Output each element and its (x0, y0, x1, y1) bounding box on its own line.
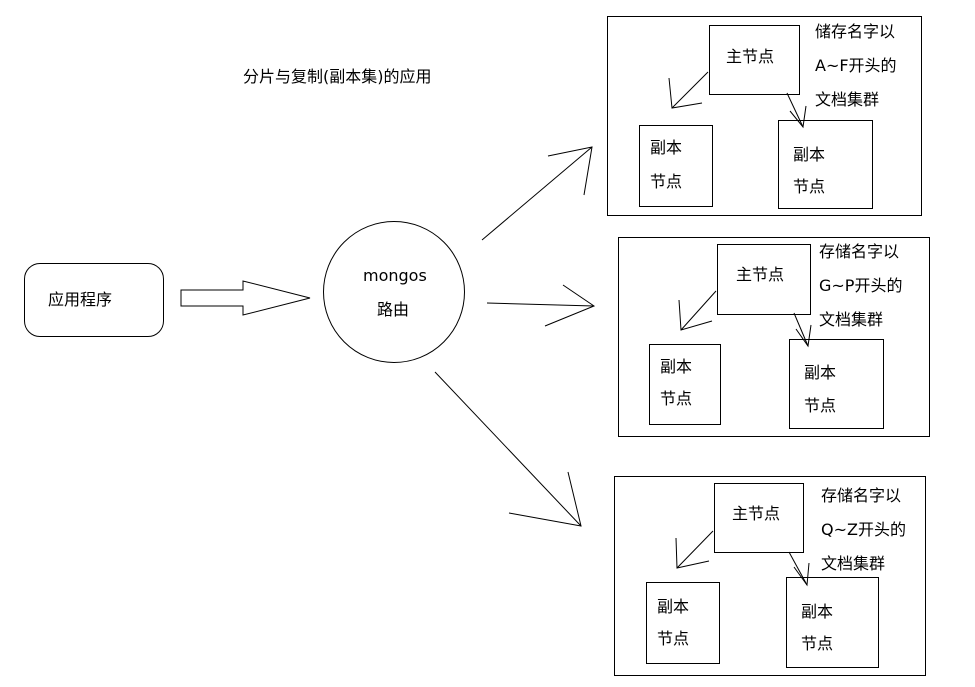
primary-to-replica-left-arrow (676, 530, 714, 569)
cluster-description-line1: 存储名字以 (821, 486, 902, 505)
router-to-cluster-1-arrowhead (547, 146, 593, 196)
cluster-description-line3: 文档集群 (815, 90, 880, 109)
primary-to-replica-right-arrowhead (793, 562, 810, 587)
primary-to-replica-right-arrow (786, 92, 804, 128)
primary-node-label: 主节点 (726, 47, 775, 66)
replica-label-line2: 节点 (804, 396, 837, 415)
replica-node-left: 副本 节点 (649, 344, 721, 425)
router-label-line2: 路由 (377, 300, 410, 319)
cluster-description-line3: 文档集群 (821, 554, 886, 573)
replica-label-line2: 节点 (793, 177, 826, 196)
primary-to-replica-right-arrowhead (795, 324, 812, 348)
app-to-router-arrow (180, 280, 311, 316)
replica-label-line1: 副本 (793, 145, 826, 164)
cluster-description-line1: 存储名字以 (819, 242, 900, 261)
mongos-router: mongos 路由 (323, 221, 465, 363)
primary-to-replica-left-arrow (680, 290, 717, 331)
cluster-description-line3: 文档集群 (819, 310, 884, 329)
primary-to-replica-right-arrow (788, 551, 808, 586)
router-to-cluster-3-arrowhead (508, 471, 582, 527)
primary-to-replica-left-arrowhead (678, 299, 713, 331)
cluster-description-line1: 储存名字以 (815, 22, 896, 41)
router-to-cluster-2-arrow (486, 302, 595, 307)
replica-label-line1: 副本 (657, 597, 690, 616)
primary-node: 主节点 (714, 483, 804, 553)
replica-label-line2: 节点 (660, 389, 693, 408)
cluster-description-line2: Q~Z开头的 (821, 520, 906, 539)
replica-label-line2: 节点 (650, 172, 683, 191)
primary-to-replica-left-arrow (671, 71, 709, 109)
replica-label-line1: 副本 (804, 363, 837, 382)
replica-label-line1: 副本 (801, 602, 834, 621)
router-to-cluster-3-arrow (434, 371, 582, 527)
replica-label-line1: 副本 (650, 138, 683, 157)
primary-to-replica-left-arrowhead (675, 537, 710, 569)
router-to-cluster-1-arrow (481, 146, 593, 241)
diagram-title: 分片与复制(副本集)的应用 (243, 67, 432, 86)
replica-node-right: 副本 节点 (786, 577, 879, 668)
primary-node-label: 主节点 (732, 504, 781, 523)
application-node: 应用程序 (24, 263, 164, 337)
replica-node-right: 副本 节点 (789, 339, 884, 429)
router-label-line1: mongos (363, 266, 427, 285)
cluster-description-line2: A~F开头的 (815, 56, 897, 75)
cluster-description-line2: G~P开头的 (819, 276, 903, 295)
replica-node-left: 副本 节点 (646, 582, 720, 664)
primary-to-replica-left-arrowhead (668, 77, 703, 109)
replica-label-line1: 副本 (660, 357, 693, 376)
replica-label-line2: 节点 (801, 634, 834, 653)
application-label: 应用程序 (48, 290, 113, 309)
replica-node-left: 副本 节点 (639, 125, 713, 207)
primary-node: 主节点 (717, 244, 811, 315)
router-to-cluster-2-arrowhead (544, 284, 596, 327)
replica-label-line2: 节点 (657, 629, 690, 648)
replica-node-right: 副本 节点 (778, 120, 873, 209)
primary-node: 主节点 (709, 25, 800, 95)
primary-node-label: 主节点 (736, 265, 785, 284)
primary-to-replica-right-arrowhead (789, 105, 807, 129)
primary-to-replica-right-arrow (793, 312, 809, 347)
